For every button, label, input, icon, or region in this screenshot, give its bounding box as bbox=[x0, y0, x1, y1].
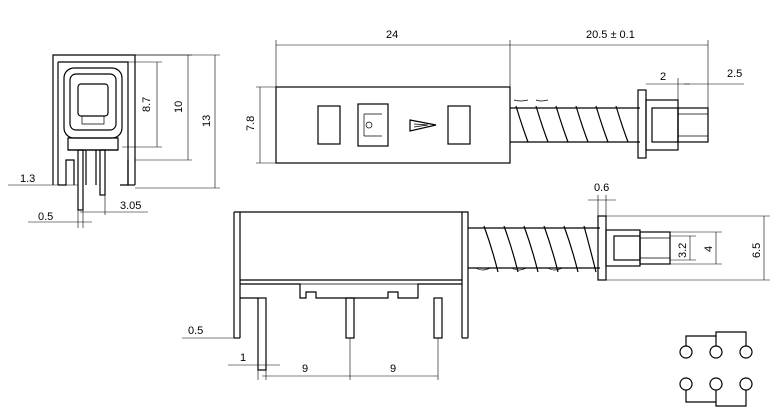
dim-9-left: 9 bbox=[302, 363, 308, 375]
dim-0-6: 0.6 bbox=[594, 182, 609, 194]
dim-1: 1 bbox=[240, 352, 246, 364]
terminal-4 bbox=[679, 377, 693, 391]
terminal-3 bbox=[739, 345, 753, 359]
top-view-dimensions bbox=[256, 40, 744, 164]
dim-1-3: 1.3 bbox=[20, 173, 35, 185]
front-view bbox=[233, 211, 671, 371]
dim-2: 2 bbox=[660, 71, 666, 83]
dim-0-5-side: 0.5 bbox=[38, 211, 53, 223]
terminal-6 bbox=[739, 377, 753, 391]
dim-4: 4 bbox=[703, 246, 715, 252]
dim-6-5: 6.5 bbox=[751, 243, 763, 258]
dim-2-5: 2.5 bbox=[727, 68, 742, 80]
dim-0-5-front: 0.5 bbox=[188, 325, 203, 337]
dim-9-right: 9 bbox=[390, 363, 396, 375]
terminal-5 bbox=[709, 377, 723, 391]
switch-schematic bbox=[679, 331, 753, 407]
dim-8-7: 8.7 bbox=[141, 97, 153, 112]
end-view bbox=[52, 54, 136, 211]
dim-13: 13 bbox=[201, 115, 213, 127]
dim-3-2: 3.2 bbox=[677, 243, 689, 258]
dim-20-5: 20.5 ± 0.1 bbox=[586, 29, 635, 41]
top-view bbox=[275, 86, 709, 164]
dim-3-05: 3.05 bbox=[120, 200, 141, 212]
dim-7-8: 7.8 bbox=[245, 116, 257, 131]
dim-24: 24 bbox=[386, 29, 398, 41]
terminal-2 bbox=[709, 345, 723, 359]
front-view-dimensions bbox=[182, 195, 770, 380]
terminal-1 bbox=[679, 345, 693, 359]
end-view-dimensions bbox=[8, 54, 220, 228]
dim-10: 10 bbox=[173, 101, 185, 113]
